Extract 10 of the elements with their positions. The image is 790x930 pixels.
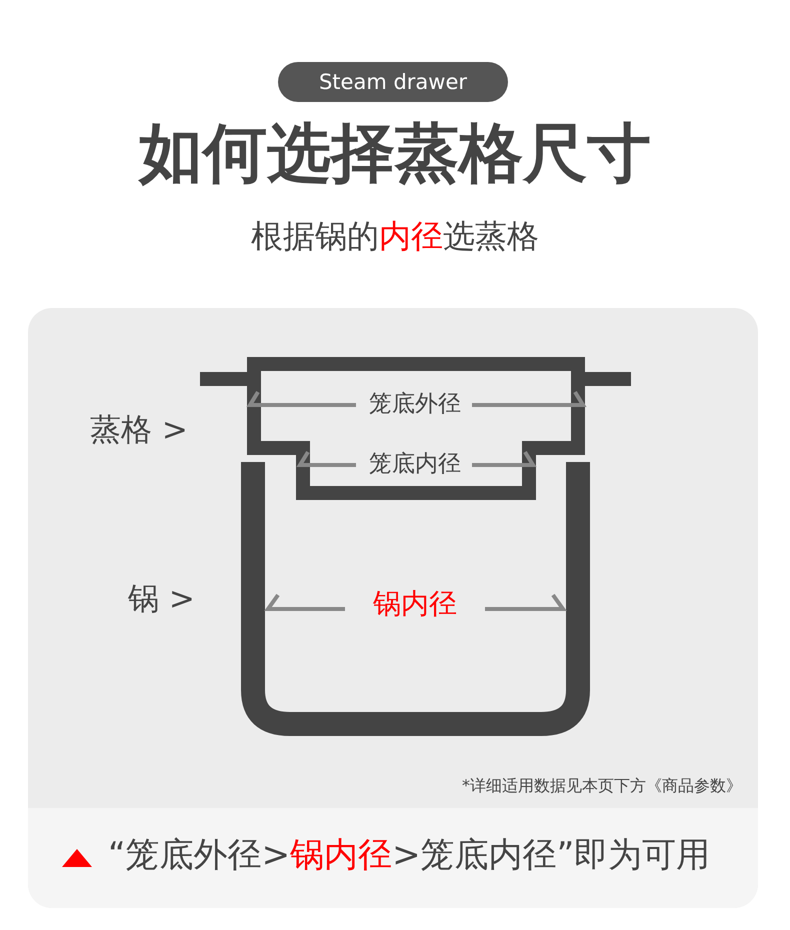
main-heading: 如何选择蒸格尺寸: [137, 118, 652, 192]
part-label: 锅 >: [128, 582, 195, 618]
dimension-label: 笼底外径: [368, 391, 462, 418]
dimension-label: 笼底内径: [368, 451, 462, 478]
tag-pill: Steam drawer: [278, 62, 508, 102]
rule-text: “笼底外径>锅内径>笼底内径”即为可用: [108, 836, 710, 876]
dimension-label: 锅内径: [372, 588, 458, 620]
footnote: *详细适用数据见本页下方《商品参数》: [462, 777, 742, 796]
part-label: 蒸格 >: [90, 413, 188, 449]
subtitle: 根据锅的内径选蒸格: [250, 218, 540, 255]
